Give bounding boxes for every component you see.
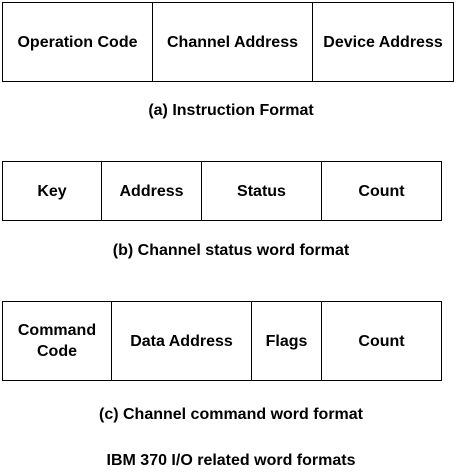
csw-format-caption: (b) Channel status word format	[112, 242, 350, 259]
ccw-field-count: Count	[358, 332, 405, 350]
csw-field-count: Count	[358, 182, 405, 200]
instruction-field-channel-address: Channel Address	[153, 3, 313, 81]
diagram-title: IBM 370 I/O related word formats	[106, 452, 356, 469]
csw-format-row: Key Address Status Count	[2, 161, 442, 221]
ccw-format-row: Command Code Data Address Flags Count	[2, 301, 442, 381]
csw-field-status: Status	[202, 162, 322, 220]
csw-field-address: Address	[102, 162, 202, 220]
instruction-format-row: Operation Code Channel Address Device Ad…	[2, 2, 454, 82]
ccw-field-data-address: Data Address	[112, 302, 252, 380]
ccw-field-flags: Flags	[252, 302, 322, 380]
ccw-field-command-code: Command Code	[3, 302, 112, 380]
instruction-format-caption: (a) Instruction Format	[148, 102, 314, 119]
instruction-field-device-address: Device Address	[323, 33, 443, 51]
ccw-format-caption: (c) Channel command word format	[98, 406, 364, 423]
csw-field-key: Key	[3, 162, 102, 220]
instruction-field-operation-code: Operation Code	[3, 3, 153, 81]
